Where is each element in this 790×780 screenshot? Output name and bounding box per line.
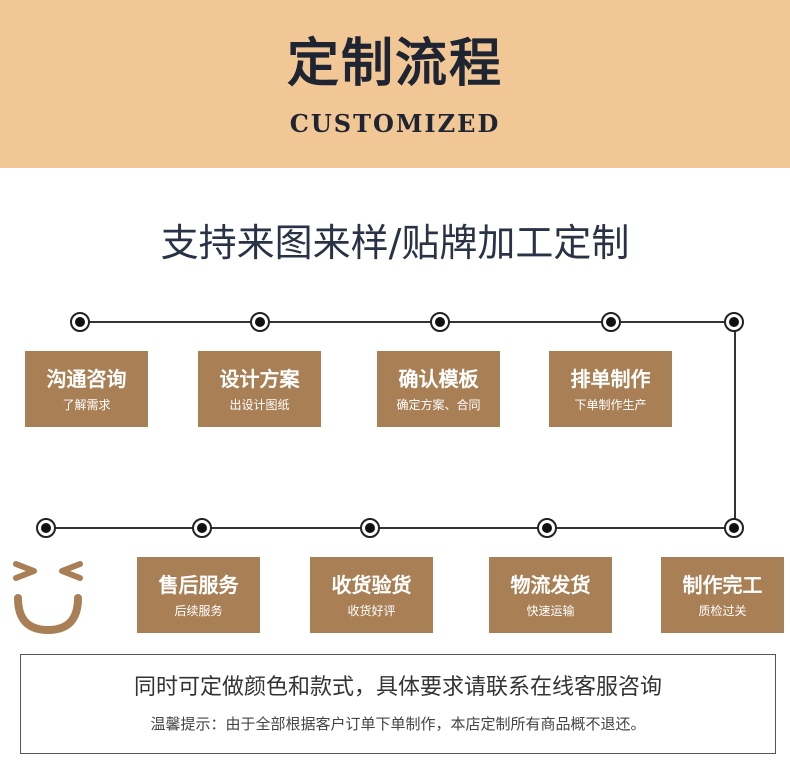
step-title: 制作完工	[682, 573, 763, 597]
timeline-dot	[192, 518, 212, 538]
step-desc: 了解需求	[62, 398, 111, 412]
step-title: 物流发货	[510, 573, 591, 597]
timeline-dot	[724, 518, 744, 538]
header-banner: 定制流程 CUSTOMIZED	[0, 0, 790, 168]
step-desc: 快速运输	[526, 604, 575, 618]
timeline-dot	[430, 312, 450, 332]
step-desc: 收货好评	[347, 604, 396, 618]
step-desc: 后续服务	[174, 604, 223, 618]
step-title: 设计方案	[219, 367, 300, 391]
step-consult: 沟通咨询 了解需求	[25, 351, 148, 427]
timeline-dot	[537, 518, 557, 538]
step-title: 沟通咨询	[46, 367, 127, 391]
step-design: 设计方案 出设计图纸	[198, 351, 321, 427]
tagline: 支持来图来样/贴牌加工定制	[160, 221, 630, 265]
step-desc: 确定方案、合同	[396, 398, 481, 412]
timeline-dot	[724, 312, 744, 332]
step-desc: 质检过关	[698, 604, 747, 618]
step-desc: 出设计图纸	[229, 398, 290, 412]
timeline-dot	[360, 518, 380, 538]
notice-main-text: 同时可定做颜色和款式，具体要求请联系在线客服咨询	[133, 675, 662, 700]
notice-box: 同时可定做颜色和款式，具体要求请联系在线客服咨询 温馨提示：由于全部根据客户订单…	[20, 654, 776, 754]
page-subtitle: CUSTOMIZED	[289, 109, 501, 138]
smiley-face-icon	[13, 561, 83, 635]
step-confirm: 确认模板 确定方案、合同	[377, 351, 500, 427]
timeline-dot	[250, 312, 270, 332]
step-after-sales: 售后服务 后续服务	[137, 557, 260, 633]
step-title: 收货验货	[331, 573, 412, 597]
step-complete: 制作完工 质检过关	[661, 557, 784, 633]
step-desc: 下单制作生产	[574, 398, 647, 412]
notice-tip-text: 温馨提示：由于全部根据客户订单下单制作，本店定制所有商品概不退还。	[150, 715, 646, 733]
timeline-line-row1	[80, 321, 735, 323]
step-shipping: 物流发货 快速运输	[489, 557, 612, 633]
timeline-dot	[601, 312, 621, 332]
step-title: 排单制作	[570, 367, 651, 391]
step-receive: 收货验货 收货好评	[310, 557, 433, 633]
page-title: 定制流程	[286, 34, 503, 94]
step-title: 确认模板	[398, 367, 479, 391]
timeline-line-row2	[46, 527, 735, 529]
timeline-dot	[36, 518, 56, 538]
timeline-dot	[70, 312, 90, 332]
step-title: 售后服务	[158, 573, 239, 597]
timeline-line-connector	[734, 321, 736, 528]
step-schedule: 排单制作 下单制作生产	[549, 351, 672, 427]
